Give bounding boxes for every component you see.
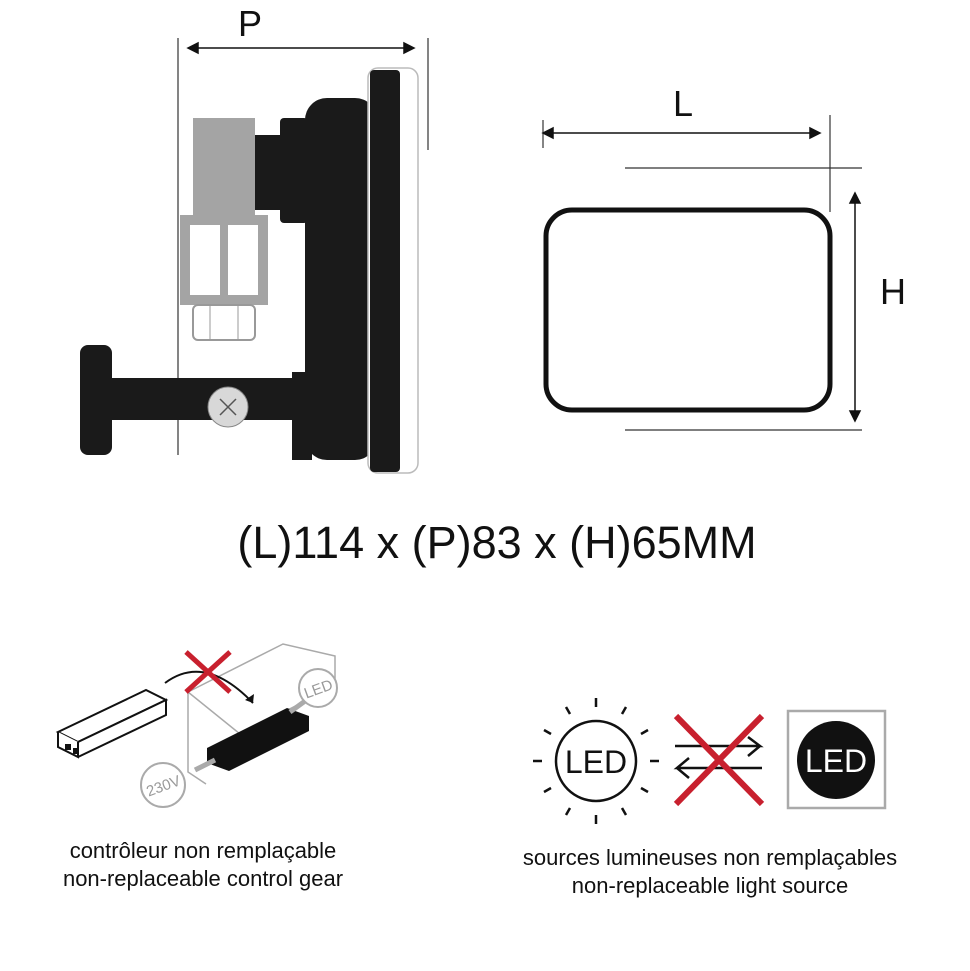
dimensions-text: (L)114 x (P)83 x (H)65MM bbox=[237, 517, 756, 568]
height-arrow bbox=[848, 191, 862, 423]
led-label-left: LED bbox=[565, 744, 627, 780]
front-view: L H bbox=[541, 83, 906, 431]
lamp-housing bbox=[305, 98, 377, 460]
height-label: H bbox=[880, 271, 906, 312]
mount-arm bbox=[108, 378, 303, 420]
no-replacement-icon bbox=[673, 713, 765, 807]
length-arrow bbox=[541, 126, 822, 140]
length-label: L bbox=[673, 83, 693, 124]
light-source-label-fr: sources lumineuses non remplaçables bbox=[523, 845, 897, 870]
lamp-front-outline bbox=[543, 207, 833, 413]
lamp-front-panel bbox=[370, 70, 400, 472]
control-gear-label-en: non-replaceable control gear bbox=[63, 866, 343, 891]
led-label-right: LED bbox=[805, 743, 867, 779]
control-gear-label-fr: contrôleur non remplaçable bbox=[70, 838, 337, 863]
cable-gland bbox=[192, 304, 256, 341]
depth-arrow bbox=[186, 41, 416, 55]
mount-plate bbox=[80, 345, 112, 455]
light-source-label-en: non-replaceable light source bbox=[572, 873, 848, 898]
connector-box bbox=[193, 118, 255, 215]
led-light-on-icon bbox=[533, 698, 659, 824]
non-replaceable-control-gear-icon: LED 230V bbox=[55, 643, 338, 808]
housing-knob bbox=[280, 118, 308, 223]
side-view: P bbox=[80, 3, 429, 474]
depth-label: P bbox=[238, 3, 262, 44]
